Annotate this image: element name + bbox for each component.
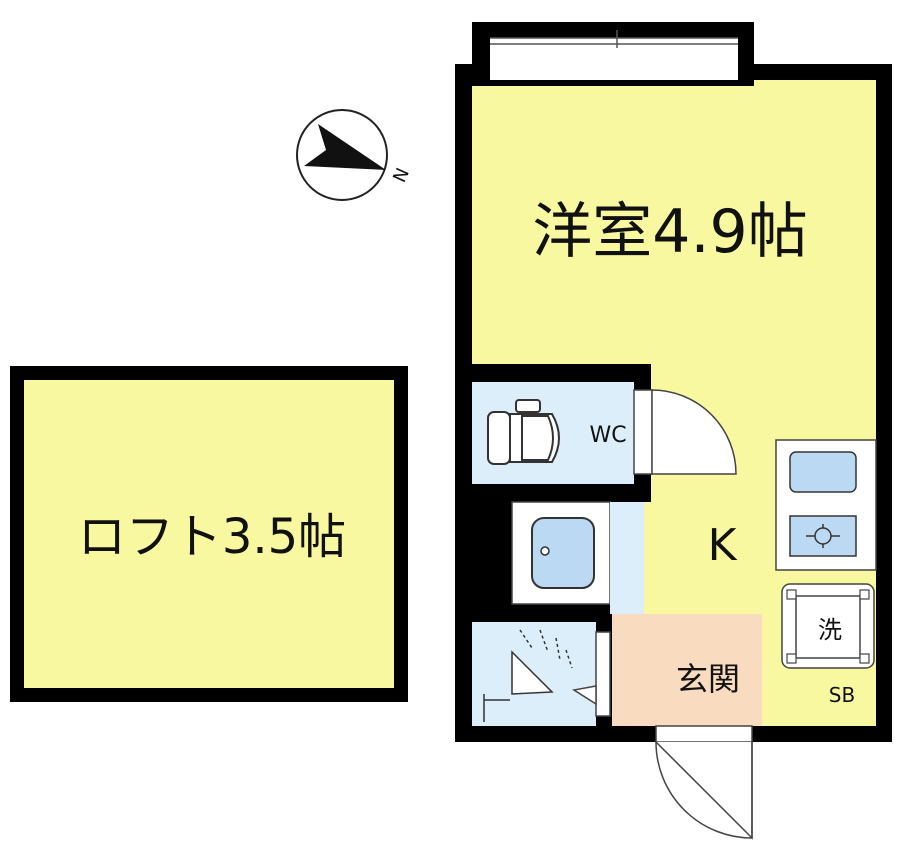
loft-floor [10,366,408,702]
shower-icon [483,629,573,722]
entrance-door [655,725,753,840]
balcony [490,38,738,80]
washer-space: 洗 [781,583,875,669]
kitchen-label: K [708,520,738,571]
washer-label: 洗 [818,616,842,644]
compass-needle-icon [304,124,386,170]
kitchen-sink-icon [789,451,857,493]
toilet-label: WC [589,423,626,448]
kitchen-counter [775,439,877,571]
compass: N [296,109,414,201]
stove-icon [789,515,857,557]
loft: ロフト3.5帖 [10,366,408,702]
western-room-label: 洋室4.9帖 [532,197,807,267]
burner-icon [806,524,840,548]
compass-north-label: N [389,165,414,186]
entrance-floor [612,614,762,726]
shoe-box-label: SB [829,683,855,707]
entrance-label: 玄関 [676,660,740,698]
toilet-icon [487,399,560,465]
sink-icon [531,517,595,589]
toilet-door [633,389,737,475]
loft-label: ロフト3.5帖 [78,509,346,565]
shower-door [571,631,611,717]
apartment: WC 玄関 [455,22,892,840]
washroom-strip [610,502,644,614]
